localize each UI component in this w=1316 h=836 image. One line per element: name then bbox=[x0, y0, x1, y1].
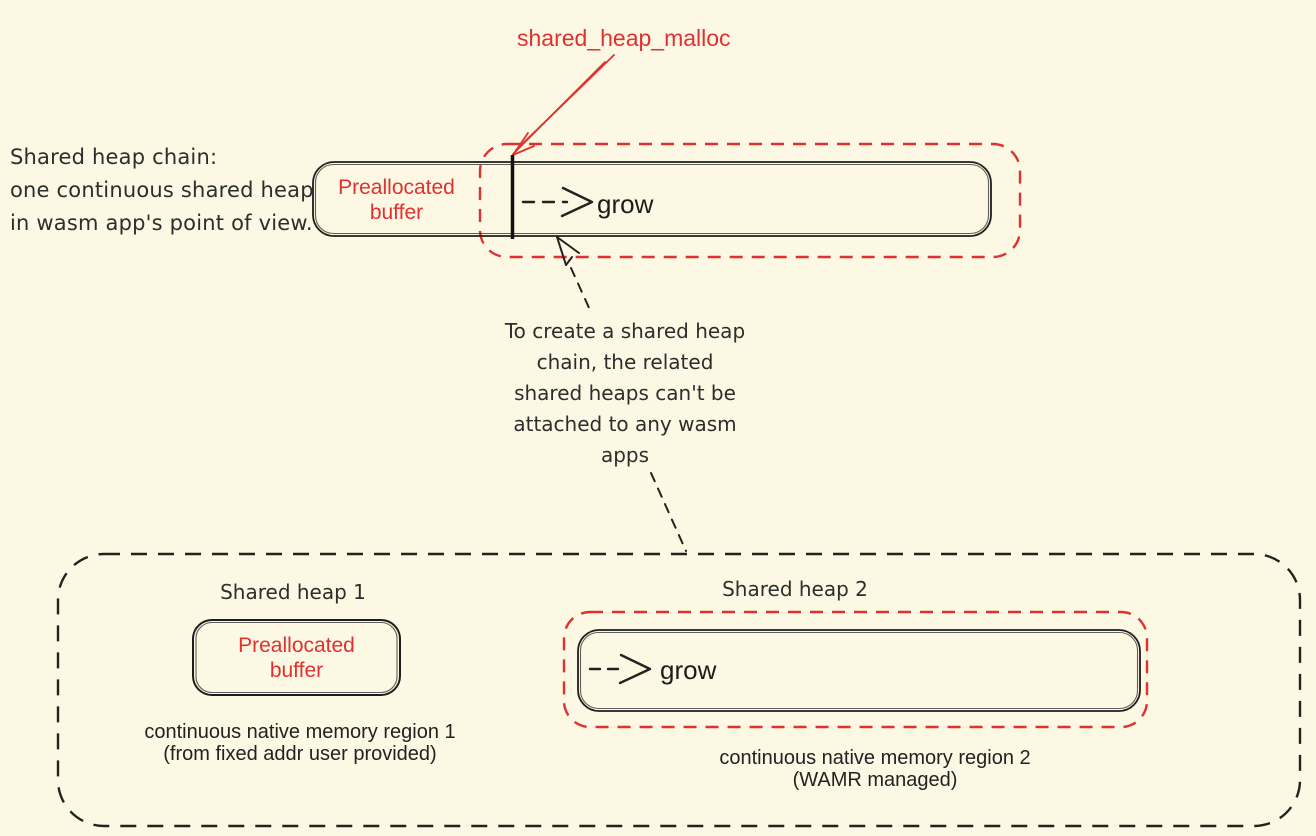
annotation-text: To create a shared heap chain, the relat… bbox=[495, 316, 755, 471]
prealloc-label-line: buffer bbox=[269, 658, 324, 682]
heap1-prealloc-box-sketch-stroke bbox=[195, 621, 398, 694]
heap1-caption: continuous native memory region 1 (from … bbox=[110, 721, 490, 765]
chain-grow-arrow-icon bbox=[521, 186, 594, 218]
heap2-grow-arrow-icon bbox=[588, 653, 652, 685]
annotation-line: To create a shared heap bbox=[504, 319, 746, 343]
prealloc-label-line: buffer bbox=[369, 200, 424, 224]
shared-heap-malloc-label: shared_heap_malloc bbox=[517, 25, 731, 51]
red-callout-arrow-icon bbox=[512, 54, 615, 156]
chain-box-sketch-stroke bbox=[314, 163, 990, 235]
chain-note: Shared heap chain: one continuous shared… bbox=[10, 141, 314, 240]
annotation-dashed-line-bottom bbox=[650, 472, 687, 552]
heap2-box bbox=[577, 629, 1141, 712]
heap2-caption: continuous native memory region 2 (WAMR … bbox=[685, 747, 1065, 791]
heap1-prealloc-buffer-label: Preallocated buffer bbox=[193, 620, 400, 695]
chain-red-dashed-region bbox=[478, 142, 1022, 259]
heap1-caption-line: (from fixed addr user provided) bbox=[163, 743, 437, 765]
heap1-caption-line: continuous native memory region 1 bbox=[144, 721, 456, 743]
heap1-prealloc-box bbox=[192, 619, 401, 696]
heap2-red-dashed-region bbox=[562, 610, 1149, 729]
annotation-arrowhead-icon bbox=[556, 236, 580, 266]
heap2-box-sketch-stroke bbox=[579, 631, 1139, 710]
chain-note-line: in wasm app's point of view. bbox=[10, 211, 313, 235]
heap-group-dashed-container bbox=[56, 552, 1302, 828]
heap2-title: Shared heap 2 bbox=[722, 577, 868, 601]
heap2-caption-line: continuous native memory region 2 bbox=[719, 747, 1031, 769]
chain-note-line: Shared heap chain: bbox=[10, 145, 218, 169]
annotation-line: shared heaps can't be bbox=[514, 381, 736, 405]
heap2-grow-label: grow bbox=[660, 655, 717, 685]
heap2-caption-line: (WAMR managed) bbox=[792, 769, 958, 791]
annotation-line: chain, the related bbox=[536, 350, 714, 374]
chain-box bbox=[312, 161, 992, 237]
prealloc-label-line: Preallocated bbox=[338, 175, 455, 199]
annotation-line: apps bbox=[600, 443, 650, 467]
prealloc-label-line: Preallocated bbox=[238, 633, 355, 657]
annotation-dashed-line-top bbox=[570, 267, 591, 311]
chain-grow-label: grow bbox=[597, 189, 654, 219]
heap1-title: Shared heap 1 bbox=[220, 580, 366, 604]
annotation-line: attached to any wasm bbox=[513, 412, 737, 436]
chain-note-line: one continuous shared heap bbox=[10, 178, 314, 202]
chain-prealloc-buffer-label: Preallocated buffer bbox=[313, 163, 480, 236]
